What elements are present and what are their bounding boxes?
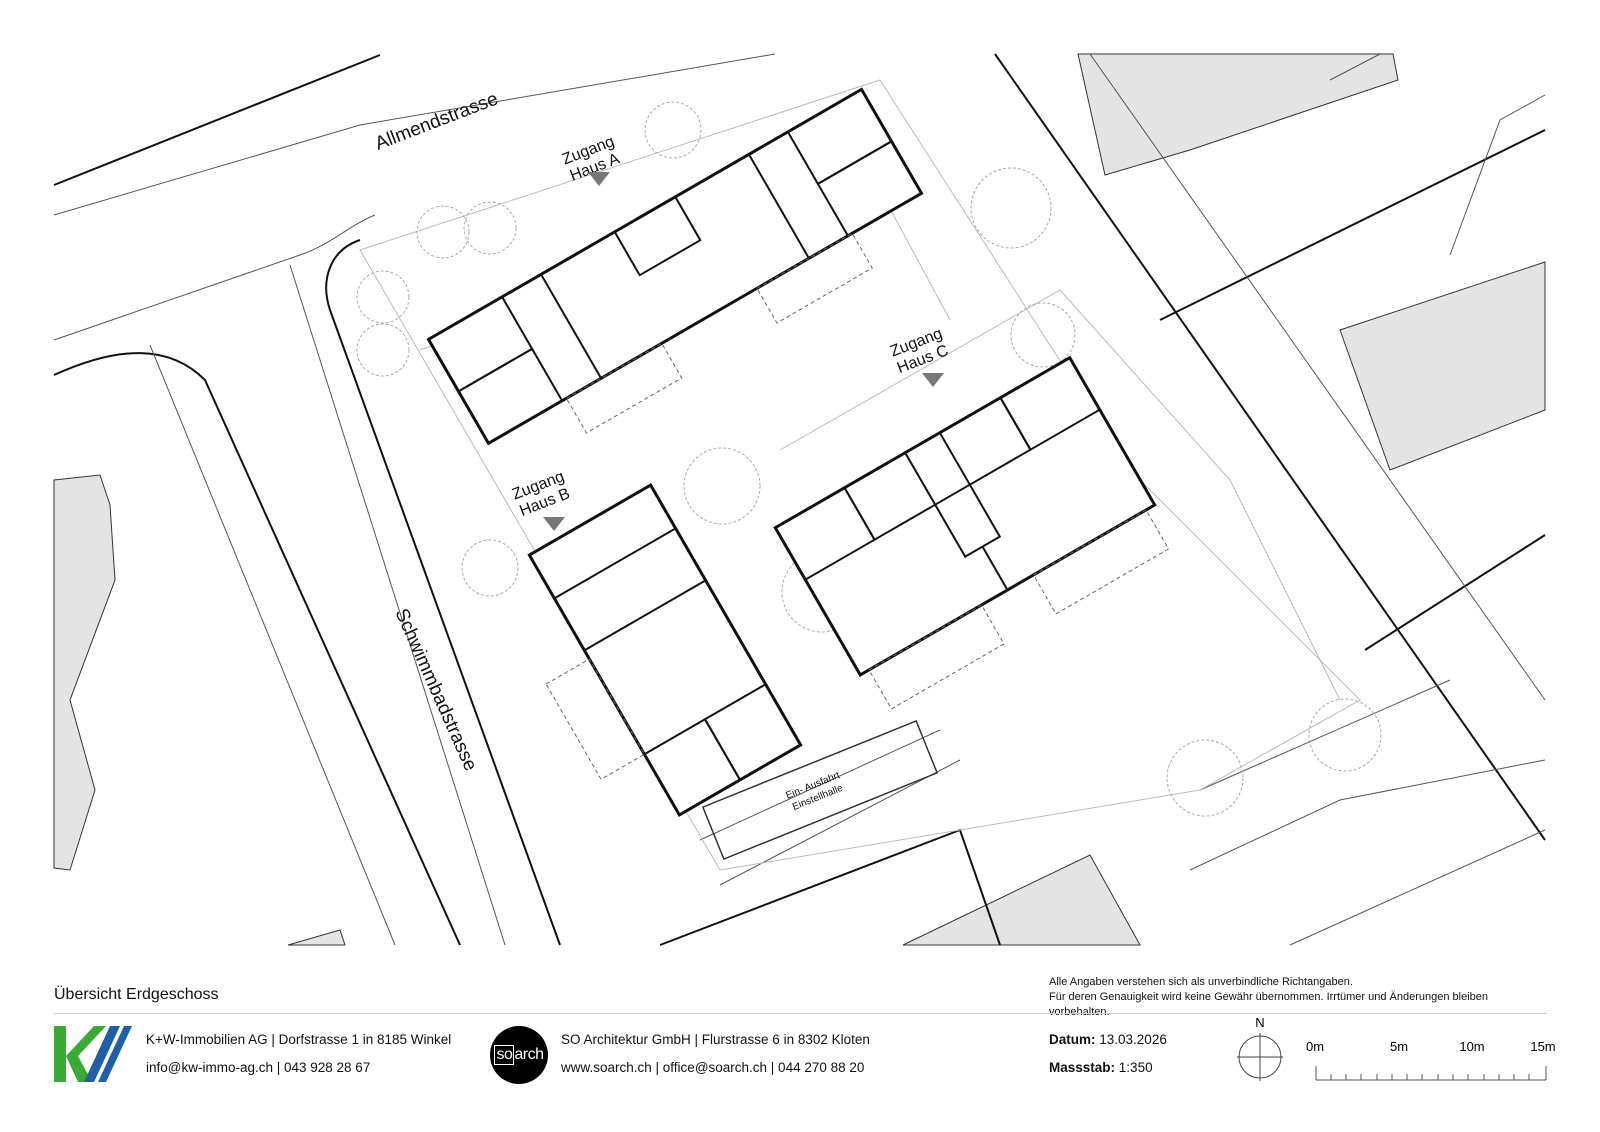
so-contact: SO Architektur GmbH | Flurstrasse 6 in 8… xyxy=(561,1026,870,1082)
disclaimer: Alle Angaben verstehen sich als unverbin… xyxy=(1049,975,1549,1020)
so-web-email-phone[interactable]: www.soarch.ch | office@soarch.ch | 044 2… xyxy=(561,1060,865,1075)
page-title: Übersicht Erdgeschoss xyxy=(54,986,219,1003)
building-haus-a xyxy=(426,87,924,446)
street-label-allmendstrasse: Allmendstrasse xyxy=(372,89,501,155)
entrance-a-marker xyxy=(588,172,610,186)
soarch-logo-arch: arch xyxy=(514,1046,544,1063)
so-address: SO Architektur GmbH | Flurstrasse 6 in 8… xyxy=(561,1032,870,1047)
kw-address: K+W-Immobilien AG | Dorfstrasse 1 in 818… xyxy=(146,1032,452,1047)
disclaimer-line-2: Für deren Genauigkeit wird keine Gewähr … xyxy=(1049,991,1489,1018)
thin-lines xyxy=(53,53,1546,946)
entrance-c: Zugang Haus C xyxy=(888,325,951,377)
date-label: Datum: xyxy=(1049,1032,1096,1047)
neighbour-buildings xyxy=(53,53,1546,946)
building-haus-c xyxy=(773,355,1170,710)
scale-value: 1:350 xyxy=(1118,1060,1153,1075)
entrance-c-marker xyxy=(922,373,944,387)
entrance-a: Zugang Haus A xyxy=(560,133,622,185)
disclaimer-line-1: Alle Angaben verstehen sich als unverbin… xyxy=(1049,976,1353,988)
plan-meta: Datum: 13.03.2026 Massstab: 1:350 xyxy=(1049,1026,1167,1082)
scale-tick-5: 5m xyxy=(1390,1039,1408,1054)
scale-bar: 0m 5m 10m 15m xyxy=(1306,1039,1556,1081)
date-value: 13.03.2026 xyxy=(1099,1032,1167,1047)
north-arrow-icon: N xyxy=(1237,1015,1283,1081)
footer-divider xyxy=(54,1013,1547,1014)
entrance-b-marker xyxy=(543,517,565,531)
scale-tick-10: 10m xyxy=(1459,1039,1484,1054)
scale-label: Massstab: xyxy=(1049,1060,1116,1075)
site-plan: Ein- Ausfahrt Einstellhalle Allmendstras… xyxy=(53,53,1546,946)
kw-email-phone[interactable]: info@kw-immo-ag.ch | 043 928 28 67 xyxy=(146,1060,371,1075)
scale-tick-15: 15m xyxy=(1530,1039,1555,1054)
trees xyxy=(356,101,1382,817)
entrance-b: Zugang Haus B xyxy=(510,468,572,520)
scale-tick-0: 0m xyxy=(1306,1039,1324,1054)
kw-contact: K+W-Immobilien AG | Dorfstrasse 1 in 818… xyxy=(146,1026,451,1082)
north-label: N xyxy=(1255,1015,1264,1030)
kw-logo xyxy=(54,1026,132,1082)
soarch-logo-so: so xyxy=(494,1045,515,1065)
building-haus-b xyxy=(527,483,803,817)
